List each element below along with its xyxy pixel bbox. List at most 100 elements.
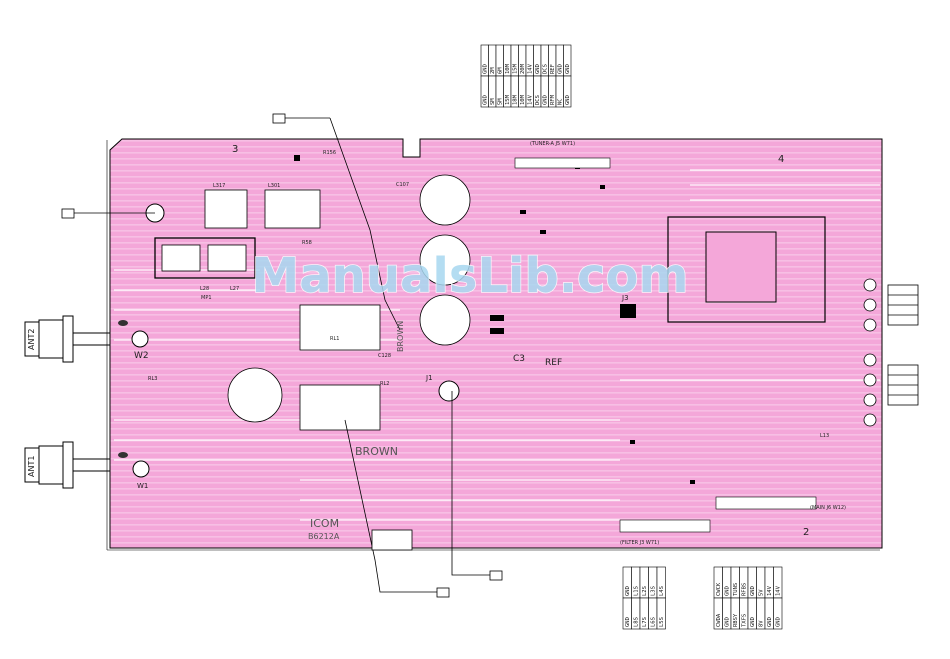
connector-j1 xyxy=(438,380,460,402)
pin-label: SM xyxy=(490,98,496,105)
pin-label: 20M xyxy=(520,63,526,74)
label-rl2: RL2 xyxy=(380,381,389,387)
pin-label: 2M xyxy=(490,67,496,74)
coil-l301 xyxy=(264,189,321,229)
pin-label: REF xyxy=(550,64,556,74)
label-l301: L301 xyxy=(268,183,280,189)
pin-label: GND xyxy=(482,95,488,105)
pin-label: 10M xyxy=(505,63,511,74)
label-sec2: 2 xyxy=(803,527,809,538)
toroid-4 xyxy=(227,367,283,423)
pin-label: 6M xyxy=(497,67,503,74)
connector-w1 xyxy=(132,460,150,478)
pin-cell xyxy=(656,597,666,630)
pin-label: CWCK xyxy=(716,582,722,596)
pin-label: 5M xyxy=(497,98,503,105)
pin-label: GND xyxy=(750,617,756,627)
label-w2: W2 xyxy=(134,351,149,361)
relay-rl1 xyxy=(299,304,381,351)
pin-label: 14V xyxy=(776,585,782,596)
pin-label: DCS xyxy=(542,64,548,74)
right-terminal-blocks xyxy=(887,284,919,406)
label-filter: (FILTER J3 W71) xyxy=(620,540,659,546)
pcb-board xyxy=(109,138,883,549)
toroid-3 xyxy=(419,294,471,346)
pin-label: L8S xyxy=(634,617,640,627)
pin-label: GND xyxy=(767,617,773,627)
label-brown-1: BROWN xyxy=(355,445,398,458)
pin-label: 15M xyxy=(512,63,518,74)
label-l27: L27 xyxy=(230,286,239,292)
board-part-no: B6212A xyxy=(308,532,340,541)
label-w1: W1 xyxy=(137,482,148,490)
pin-label: GND xyxy=(625,617,631,627)
pin-label: L7S xyxy=(642,617,648,627)
pin-label: GND xyxy=(535,64,541,74)
pin-label: L4S xyxy=(659,586,665,596)
pin-label: GND xyxy=(725,586,731,596)
label-ref: REF xyxy=(545,358,562,368)
pin-label: GND xyxy=(565,95,571,105)
pin-label: GND xyxy=(557,64,563,74)
pin-label: L5S xyxy=(659,617,665,627)
label-c128: C128 xyxy=(378,353,391,359)
antenna-connector-ant1 xyxy=(24,441,128,489)
relay-rl2 xyxy=(299,384,381,431)
pin-label: L2S xyxy=(642,586,648,596)
pin-label: L6S xyxy=(651,617,657,627)
label-l13: L13 xyxy=(820,433,829,439)
pin-label: RBSY xyxy=(733,613,739,627)
pin-label: GND xyxy=(750,586,756,596)
connector-filter-header xyxy=(619,519,711,533)
pin-cell xyxy=(563,75,572,108)
label-mp1: MP1 xyxy=(201,295,212,301)
pin-label: 14V xyxy=(767,585,773,596)
pin-label: GND xyxy=(725,617,731,627)
pin-label: 8V xyxy=(759,620,765,627)
label-sec4: 4 xyxy=(778,154,784,165)
pin-label: L1S xyxy=(634,586,640,596)
label-rl3: RL3 xyxy=(148,376,157,382)
board-maker: ICOM xyxy=(310,517,339,530)
label-tuner: (TUNER-A J5 W71) xyxy=(530,141,575,147)
label-j1: J1 xyxy=(425,374,433,382)
label-l28: L28 xyxy=(200,286,209,292)
toroid-2 xyxy=(419,234,471,286)
antenna-connector-ant2 xyxy=(24,315,128,363)
pin-label: GND xyxy=(625,586,631,596)
wire-plug-bottom-2 xyxy=(344,419,450,598)
label-main: (MAIN J6 W12) xyxy=(810,505,846,511)
label-sec3: 3 xyxy=(232,144,238,155)
board-notch xyxy=(371,529,413,551)
pin-label: RFM xyxy=(550,94,556,105)
pin-label: GND xyxy=(776,617,782,627)
relay-mp1 xyxy=(154,237,256,279)
cpu-chip xyxy=(667,216,826,323)
pin-label: TUNS xyxy=(733,583,739,596)
pin-label: NC xyxy=(557,98,563,105)
pin-label: L3S xyxy=(651,586,657,596)
label-brown-2: BROWN xyxy=(396,321,405,352)
pin-label: 14V xyxy=(527,94,533,105)
antenna-label-ant1: ANT1 xyxy=(27,456,36,477)
pin-label: GND xyxy=(542,95,548,105)
right-connector-pads xyxy=(863,278,877,427)
pin-label: CWDA xyxy=(716,613,722,627)
label-r58: R58 xyxy=(302,240,312,246)
antenna-label-ant2: ANT2 xyxy=(27,329,36,350)
pin-label: TXFS xyxy=(742,614,748,627)
pin-label: 5V xyxy=(759,589,765,596)
wire-plug-left xyxy=(61,208,155,219)
label-rl1: RL1 xyxy=(330,336,339,342)
pin-label: GND xyxy=(482,64,488,74)
pin-label: 10M xyxy=(520,94,526,105)
label-j3: J3 xyxy=(621,294,629,302)
pin-label: GND xyxy=(565,64,571,74)
label-r156: R156 xyxy=(323,150,336,156)
label-c3: C3 xyxy=(513,354,525,364)
pin-cell xyxy=(773,597,783,630)
